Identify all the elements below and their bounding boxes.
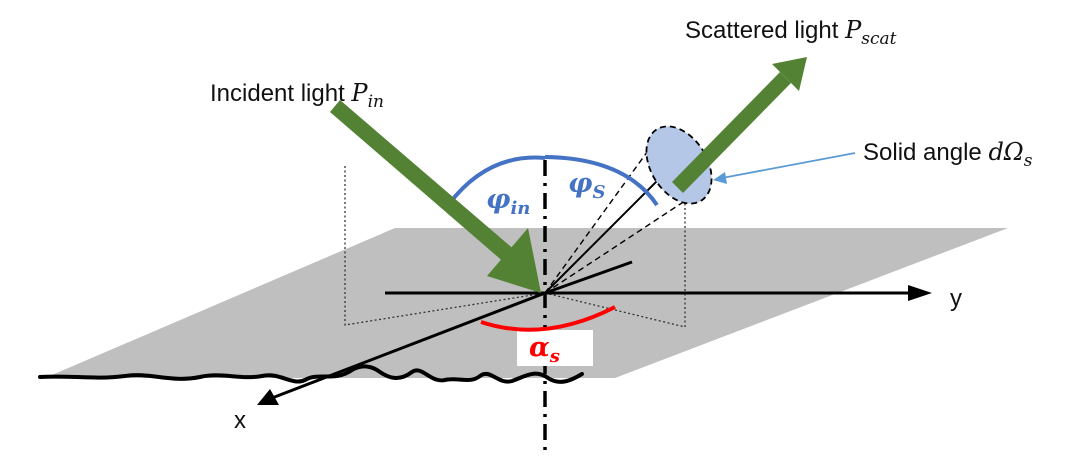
solid-angle-ellipse — [645, 125, 713, 205]
alpha-label-box — [517, 330, 593, 366]
scattered-light-label: Scattered light Pscat — [685, 16, 897, 49]
rough-surface-edge — [38, 364, 584, 384]
x-axis-arrowhead — [257, 389, 279, 405]
incident-light-label: Incident light Pin — [210, 79, 384, 112]
alpha-s-label: αs — [529, 332, 560, 367]
x-axis-label: x — [234, 407, 246, 434]
scattered-light-arrow — [672, 57, 807, 193]
y-axis-arrowhead — [908, 285, 932, 301]
solid-angle-cone — [544, 136, 698, 294]
surface-plane — [45, 228, 1008, 378]
dotted-guides — [344, 166, 686, 328]
in-plane-reference-line — [544, 260, 633, 295]
solid-angle-pointer-head — [713, 172, 727, 184]
solid-angle-label: Solid angle dΩs — [863, 138, 1033, 171]
phi-s-arc — [544, 155, 659, 207]
incident-light-arrow — [330, 100, 541, 293]
phi-in-arc — [447, 155, 546, 206]
solid-angle-pointer-line — [721, 152, 856, 179]
phi-in-label: φin — [486, 184, 530, 219]
x-axis — [271, 291, 546, 400]
phi-s-label: φS — [568, 168, 605, 203]
y-axis-label: y — [950, 285, 962, 312]
alpha-s-arc — [480, 305, 616, 332]
